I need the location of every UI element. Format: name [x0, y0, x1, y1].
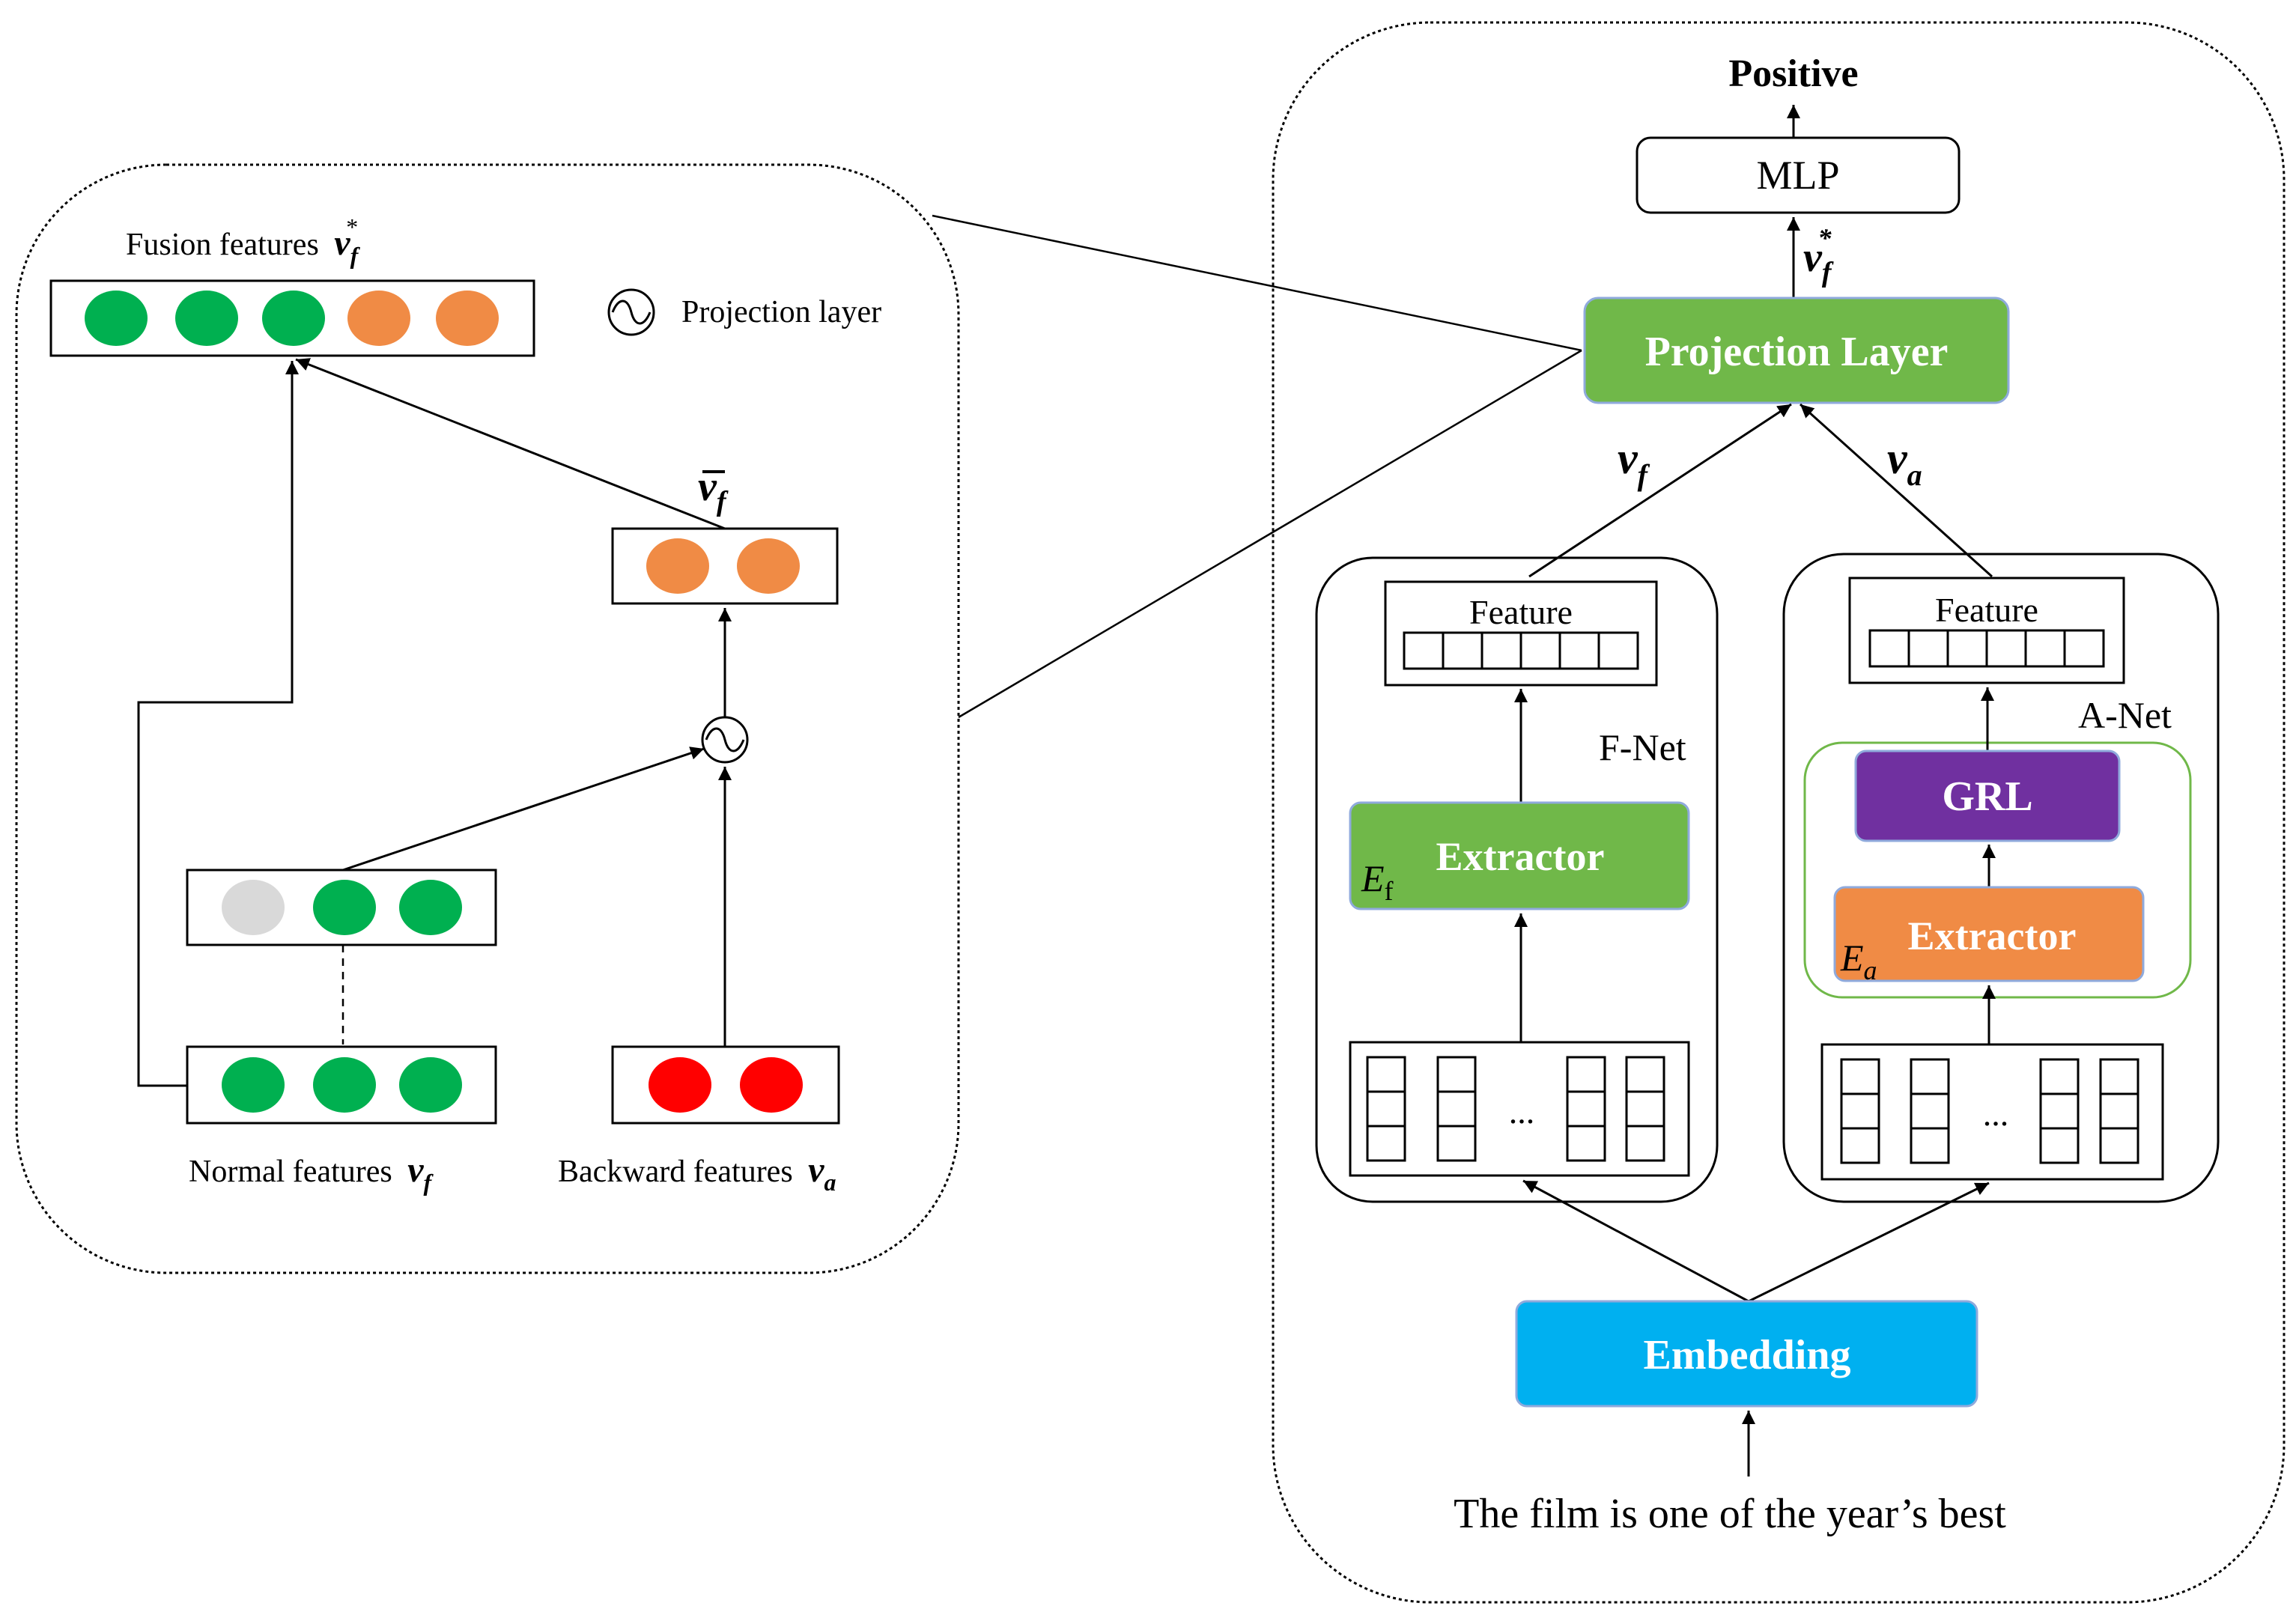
- fnet-title: F-Net: [1599, 726, 1686, 768]
- embedding-label: Embedding: [1644, 1332, 1851, 1378]
- vbar-f-label: vf: [698, 463, 729, 517]
- input-sentence: The film is one of the year’s best: [1454, 1491, 2006, 1537]
- anet-extractor-box: [1833, 886, 2145, 982]
- output-label: Positive: [1728, 52, 1858, 95]
- anet-matrix-ellipsis: ...: [1983, 1095, 2009, 1133]
- zoom-connector-top: [932, 214, 1582, 352]
- normal-features-label: Normal features vf: [189, 1150, 434, 1196]
- arrow-embedding-to-fnet: [1522, 1179, 1749, 1303]
- fnet-feature-cells: [1403, 631, 1639, 670]
- arrow-embedding-to-anet: [1748, 1181, 1990, 1303]
- projection-legend-icon: [607, 288, 655, 336]
- grl-box: [1854, 749, 2121, 842]
- fnet-extractor-box: [1349, 801, 1690, 910]
- normal-dot-3: [399, 1057, 462, 1113]
- anet-feature-cells: [1868, 629, 2105, 668]
- vf-label: vf: [1618, 434, 1650, 492]
- arrow-fnet-to-projection: [1528, 403, 1792, 578]
- anet-extractor-symbol: Ea: [1840, 937, 1877, 985]
- fnet-extractor-label: Extractor: [1436, 834, 1605, 879]
- fnet-matrix-ellipsis: ...: [1509, 1092, 1535, 1131]
- fusion-dot-3: [262, 291, 325, 346]
- masked-dot-green-1: [313, 880, 376, 935]
- vstar-f-label: vf*: [1803, 223, 1834, 288]
- projected-dot-1: [646, 538, 709, 594]
- va-label: va: [1887, 434, 1922, 492]
- fnet-extractor-symbol: Ef: [1361, 857, 1394, 906]
- backward-features-box: [611, 1045, 840, 1125]
- svg-text:vf: vf: [698, 463, 729, 517]
- anet-title: A-Net: [2078, 694, 2172, 736]
- anet-extractor-label: Extractor: [1908, 913, 2077, 958]
- arrow-anet-to-projection: [1799, 403, 1993, 578]
- right-model-panel: [1272, 21, 2286, 1604]
- backward-dot-1: [649, 1057, 711, 1113]
- fusion-features-label: Fusion features vf*: [126, 213, 361, 269]
- fusion-dot-4: [347, 291, 410, 346]
- projected-dot-2: [737, 538, 800, 594]
- anet-matrix-columns: [1840, 1058, 2139, 1164]
- fusion-dot-1: [85, 291, 148, 346]
- fnet-feature-label: Feature: [1469, 593, 1573, 631]
- anet-container: [1782, 553, 2220, 1203]
- anet-feature-label: Feature: [1935, 591, 2038, 629]
- projection-legend-label: Projection layer: [681, 295, 881, 329]
- projection-operator-icon: [701, 716, 749, 764]
- grl-label: GRL: [1942, 773, 2032, 820]
- fnet-container: [1315, 556, 1719, 1203]
- arrow-masked-to-operator: [342, 746, 705, 872]
- mlp-box: [1636, 136, 1961, 214]
- zoom-connector-bottom: [958, 349, 1582, 719]
- left-zoom-panel: [15, 163, 960, 1274]
- masked-dot-grey: [222, 880, 285, 935]
- projection-layer-label: Projection Layer: [1645, 329, 1949, 375]
- normal-dot-2: [313, 1057, 376, 1113]
- fnet-matrix-columns: [1366, 1056, 1665, 1162]
- masked-dot-green-2: [399, 880, 462, 935]
- backward-features-label: Backward features va: [558, 1150, 836, 1196]
- anet-adversarial-group: [1803, 741, 2192, 999]
- backward-dot-2: [740, 1057, 803, 1113]
- fusion-dot-2: [175, 291, 238, 346]
- embedding-box: [1515, 1300, 1978, 1408]
- fusion-dot-5: [436, 291, 499, 346]
- projection-layer-box: [1583, 296, 2010, 404]
- normal-dot-1: [222, 1057, 285, 1113]
- mlp-label: MLP: [1756, 153, 1839, 198]
- arrow-normal-to-fusion: [137, 361, 299, 1087]
- arrow-projected-to-fusion: [295, 358, 726, 530]
